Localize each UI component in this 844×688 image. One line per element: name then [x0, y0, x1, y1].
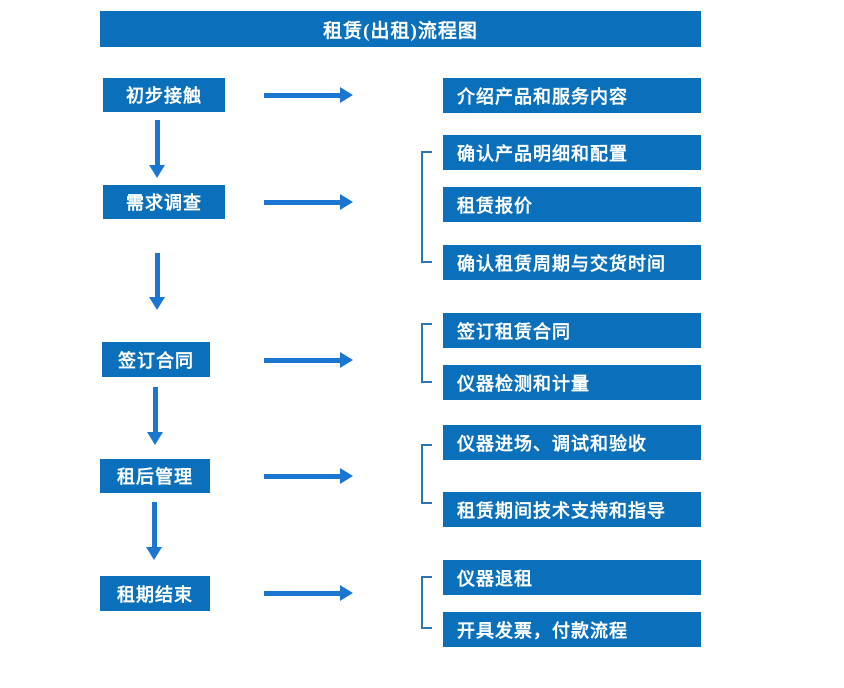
- bracket-demand-survey-group: [421, 151, 432, 263]
- detail-label: 介绍产品和服务内容: [457, 86, 628, 107]
- right-arrow-2: [264, 194, 353, 210]
- detail-box-instrument-testing: 仪器检测和计量: [443, 365, 701, 400]
- detail-box-instrument-return: 仪器退租: [443, 560, 701, 595]
- arrow-shaft: [264, 590, 340, 596]
- detail-label: 租赁报价: [457, 195, 533, 216]
- detail-box-sign-rental-contract: 签订租赁合同: [443, 313, 701, 348]
- right-arrow-3: [264, 352, 353, 368]
- arrow-shaft: [154, 120, 160, 165]
- arrow-shaft: [152, 387, 158, 432]
- down-arrow-2: [149, 253, 165, 310]
- down-arrow-3: [147, 387, 163, 445]
- bracket-sign-contract-group: [421, 323, 432, 383]
- stage-box-rental-end: 租期结束: [100, 576, 210, 611]
- arrow-head: [146, 547, 162, 560]
- stage-label: 需求调查: [126, 193, 202, 213]
- stage-label: 租期结束: [117, 584, 193, 605]
- down-arrow-1: [149, 120, 165, 178]
- down-arrow-4: [146, 502, 162, 560]
- stage-label: 初步接触: [126, 86, 202, 106]
- detail-label: 仪器退租: [457, 568, 533, 589]
- arrow-head: [149, 297, 165, 310]
- bracket-post-rental-group: [421, 444, 432, 504]
- detail-box-technical-support: 租赁期间技术支持和指导: [443, 492, 701, 527]
- right-arrow-4: [264, 468, 353, 484]
- right-arrow-1: [264, 87, 353, 103]
- detail-box-instrument-setup-acceptance: 仪器进场、调试和验收: [443, 425, 701, 460]
- arrow-shaft: [264, 199, 340, 205]
- diagram-title: 租赁(出租)流程图: [100, 11, 701, 47]
- stage-box-post-rental-management: 租后管理: [100, 459, 210, 493]
- stage-label: 租后管理: [117, 467, 193, 487]
- detail-label: 确认租赁周期与交货时间: [457, 253, 666, 274]
- detail-label: 确认产品明细和配置: [457, 143, 628, 164]
- arrow-shaft: [264, 92, 340, 98]
- stage-box-demand-survey: 需求调查: [103, 185, 225, 219]
- detail-label: 签订租赁合同: [457, 321, 571, 342]
- stage-box-sign-contract: 签订合同: [102, 342, 210, 377]
- stage-box-initial-contact: 初步接触: [103, 78, 225, 112]
- arrow-shaft: [264, 473, 340, 479]
- right-arrow-5: [264, 585, 353, 601]
- detail-box-introduce-products: 介绍产品和服务内容: [443, 78, 701, 113]
- arrow-head: [340, 194, 353, 210]
- arrow-shaft: [154, 253, 160, 297]
- arrow-shaft: [151, 502, 157, 547]
- detail-box-rental-quotation: 租赁报价: [443, 187, 701, 222]
- arrow-head: [340, 468, 353, 484]
- detail-label: 仪器进场、调试和验收: [457, 433, 647, 454]
- detail-box-confirm-period-delivery: 确认租赁周期与交货时间: [443, 245, 701, 280]
- detail-label: 仪器检测和计量: [457, 373, 590, 394]
- detail-box-invoice-payment: 开具发票，付款流程: [443, 612, 701, 647]
- arrow-head: [340, 352, 353, 368]
- bracket-rental-end-group: [421, 576, 432, 629]
- detail-label: 租赁期间技术支持和指导: [457, 500, 666, 521]
- detail-box-confirm-product-config: 确认产品明细和配置: [443, 135, 701, 170]
- arrow-head: [147, 432, 163, 445]
- arrow-head: [149, 165, 165, 178]
- arrow-head: [340, 87, 353, 103]
- arrow-head: [340, 585, 353, 601]
- detail-label: 开具发票，付款流程: [457, 620, 628, 641]
- arrow-shaft: [264, 357, 340, 363]
- stage-label: 签订合同: [118, 350, 194, 371]
